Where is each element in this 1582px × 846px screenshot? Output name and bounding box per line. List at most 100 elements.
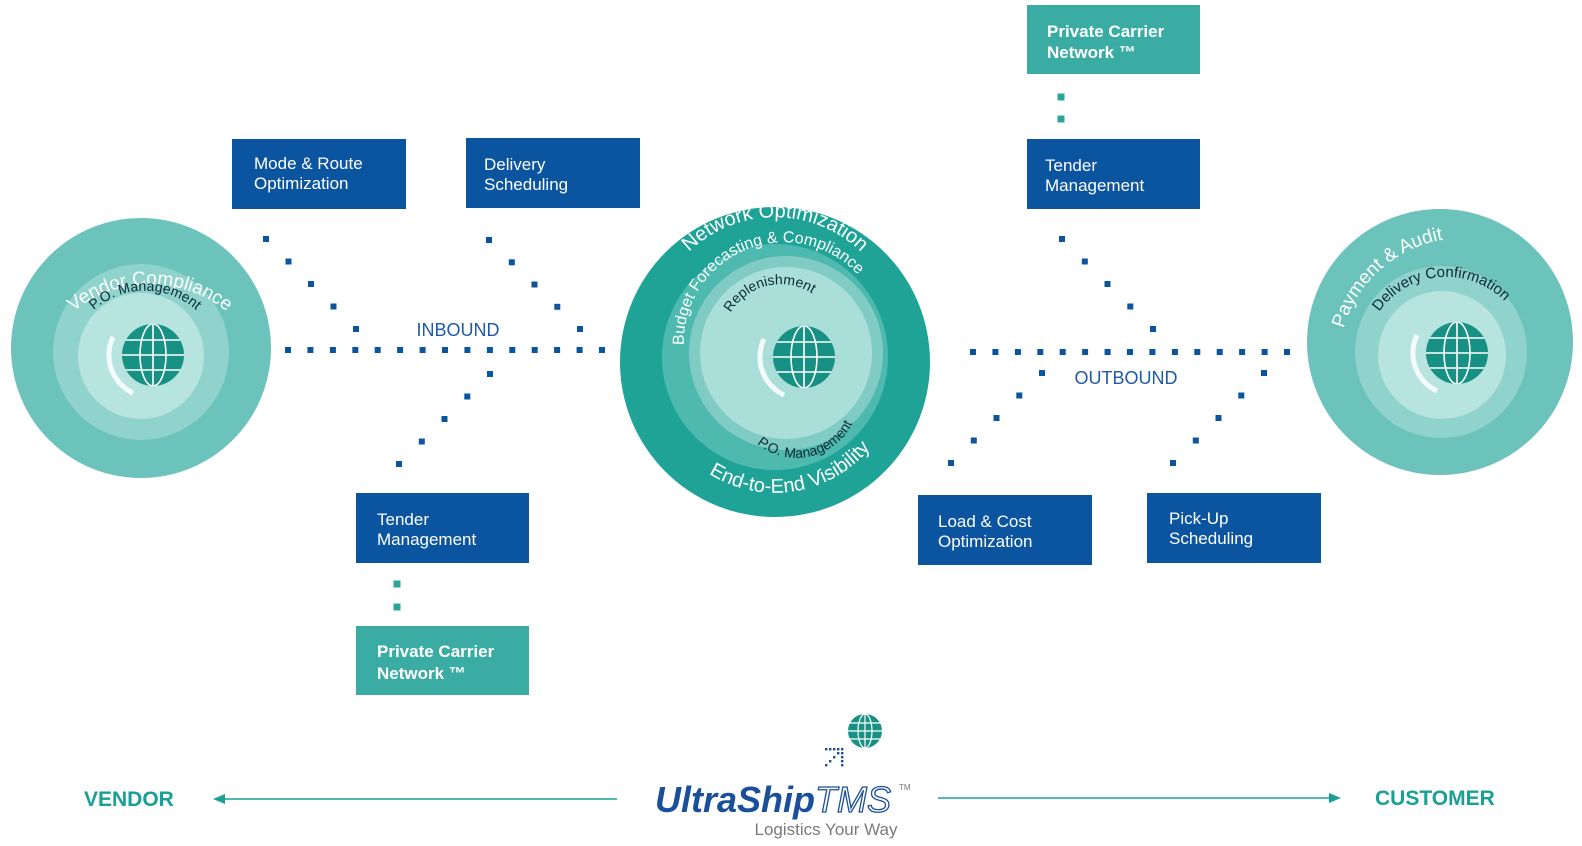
connector-dot [970,437,977,444]
connector-dot [1149,349,1156,355]
connector-dot [307,347,314,353]
tender-management-outbound-box: Tender Management [1027,139,1200,209]
connector-dot [1194,349,1201,355]
connector-dot [486,237,492,243]
connector-dot [1127,303,1134,310]
box-line-1: Private Carrier [1047,22,1165,41]
delivery-scheduling-box: Delivery Scheduling [466,138,640,208]
inbound-label: INBOUND [416,320,499,340]
connector-dots [263,236,1290,467]
connector-dot [1215,415,1222,421]
globe-icon [106,324,184,396]
box-line-2: Management [377,530,477,549]
box-line-2: Scheduling [1169,529,1253,548]
connector-dot [509,347,516,353]
box-line-2: Optimization [938,532,1032,551]
connector-dot [1192,437,1199,444]
pickup-scheduling-box: Pick-Up Scheduling [1147,493,1321,563]
connector-dot [993,415,1000,421]
load-cost-optimization-box: Load & Cost Optimization [918,495,1092,565]
connector-dot [353,326,359,332]
globe-icon [757,326,835,398]
connector-dot [393,603,401,611]
vendor-circle: Vendor Compliance P.O. Management [11,218,271,478]
connector-dot [1039,370,1045,376]
connector-dot [1127,349,1133,355]
connector-dot [948,460,954,466]
logo-dot [825,748,828,751]
carrier-connector-dots [393,93,1065,611]
connector-dot [442,347,448,353]
box-line-1: Tender [1045,156,1097,175]
connector-dot [1016,392,1023,399]
connector-dot [308,281,314,287]
connector-dot [1037,349,1044,355]
connector-dot [487,371,493,377]
connector-dot [1104,281,1111,287]
connector-dot [1014,349,1021,355]
logo-arrow-dots [825,748,844,767]
connector-dot [1238,392,1245,399]
connector-dot [1057,93,1065,101]
logo-dot [837,752,840,755]
logo-dot [837,748,840,751]
logo-dot [841,748,844,751]
connector-dot [576,347,583,353]
customer-circle: Payment & Audit Delivery Confirmation [1307,209,1573,475]
box-line-1: Tender [377,510,429,529]
hub-circle: Network Optimization End-to-End Visibili… [620,200,930,517]
customer-label: CUSTOMER [1375,787,1495,810]
connector-dot [1171,349,1178,355]
connector-dot [1081,258,1088,265]
globe-icon [848,713,882,749]
connector-dot [441,416,448,422]
arrow-left-icon [213,794,617,804]
connector-dot [1261,349,1268,355]
connector-dot [263,236,269,242]
connector-dot [1057,115,1065,123]
logo-dot [841,760,844,763]
box-line-2: Management [1045,176,1145,195]
connector-dot [1284,349,1290,355]
ultraship-logo: UltraShipTMS TM Logistics Your Way [655,713,911,839]
private-carrier-network-inbound-box: Private Carrier Network ™ [356,626,529,695]
connector-dot [531,347,538,353]
arrow-right-icon [938,793,1341,803]
logo-wordmark: UltraShipTMS [655,779,891,820]
outbound-label: OUTBOUND [1075,368,1178,388]
connector-dot [330,303,337,310]
box-line-2: Scheduling [484,175,568,194]
connector-dot [352,347,359,353]
connector-dot [419,347,426,353]
connector-dot [486,347,493,353]
connector-dot [1239,349,1246,355]
connector-dot [418,438,425,445]
box-line-2: Network ™ [1047,43,1136,62]
vendor-label: VENDOR [84,788,174,811]
box-line-2: Optimization [254,174,348,193]
connector-dot [285,258,292,265]
connector-dot [577,326,583,332]
connector-dot [1261,370,1267,376]
globe-icon [1410,322,1488,394]
connector-dot [1170,460,1176,466]
logo-dot [833,756,836,759]
connector-dot [554,303,561,310]
tender-management-inbound-box: Tender Management [356,493,529,563]
connector-dot [508,259,515,266]
connector-dot [285,347,291,353]
connector-dot [1104,349,1111,355]
box-line-1: Load & Cost [938,512,1032,531]
connector-dot [970,349,976,355]
connector-dot [1150,326,1156,332]
box-line-1: Private Carrier [377,642,495,661]
connector-dot [393,580,401,588]
connector-dot [992,349,999,355]
box-line-1: Delivery [484,155,546,174]
connector-dot [396,461,402,467]
logo-dot [841,764,844,767]
connector-dot [1082,349,1089,355]
box-line-2: Network ™ [377,664,466,683]
connector-dot [397,347,404,353]
